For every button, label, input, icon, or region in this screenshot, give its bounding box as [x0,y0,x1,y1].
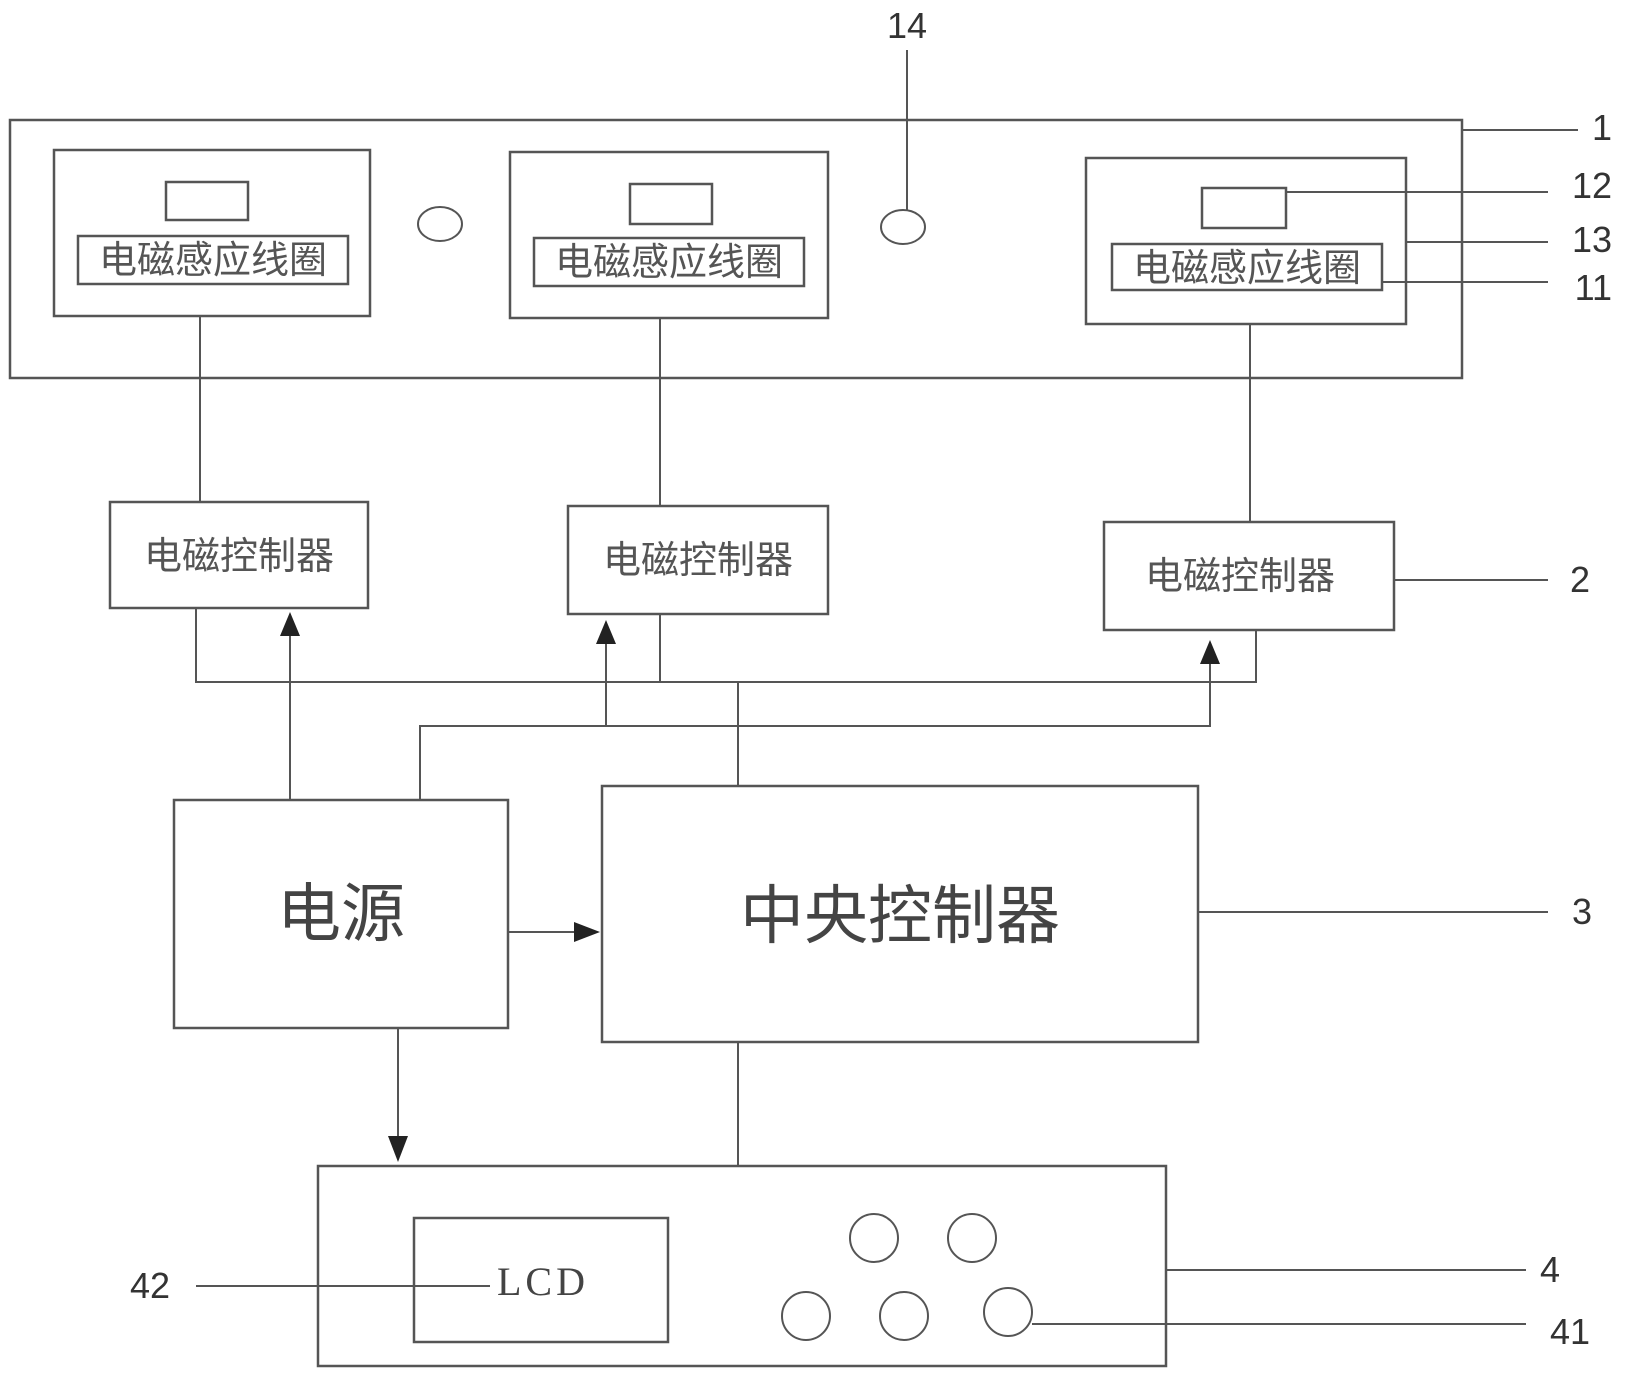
power-bus [419,664,1211,800]
ref-2: 2 [1570,559,1590,600]
unit-2-display [628,182,714,226]
ref-14: 14 [887,5,927,46]
panel-button-5[interactable] [983,1287,1033,1337]
coil-label-2: 电磁感应线圈 [555,240,783,284]
central-controller-box [600,784,1200,1044]
power-supply-label: 电源 [277,878,405,952]
coil-box-3 [1110,242,1384,292]
panel-button-3[interactable] [781,1291,831,1341]
coil-label-3: 电磁感应线圈 [1133,246,1361,290]
unit-1-display [164,180,250,222]
em-controller-1-label: 电磁控制器 [144,534,334,578]
ref-4: 4 [1540,1249,1560,1290]
control-bus [195,608,1257,683]
ref-13: 13 [1572,219,1612,260]
ref-11: 11 [1575,267,1612,308]
coil-label-1: 电磁感应线圈 [99,238,327,282]
lcd-label: LCD [497,1259,589,1304]
em-controller-1 [108,500,370,610]
unit-3-display [1200,186,1288,230]
cooktop-hole-2 [880,209,926,245]
ref-3: 3 [1572,891,1592,932]
coil-box-2 [532,236,806,288]
arrow-ctrl3 [1200,640,1220,664]
heating-unit-1 [52,148,372,318]
central-controller-label: 中央控制器 [740,880,1060,954]
ref-41: 41 [1550,1311,1590,1352]
em-controller-3-label: 电磁控制器 [1145,554,1335,598]
lcd-screen [412,1216,670,1344]
cooktop-hole-1 [417,206,463,242]
em-controller-3 [1102,520,1396,632]
em-controller-2 [566,504,830,616]
arrow-panel [388,1136,408,1162]
arrow-ctrl2 [596,620,616,644]
ref-1: 1 [1592,107,1612,148]
ref-42: 42 [130,1265,170,1306]
arrow-central [574,922,600,942]
panel-button-1[interactable] [849,1213,899,1263]
coil-box-1 [76,234,350,286]
panel-button-4[interactable] [879,1291,929,1341]
ref-12: 12 [1572,165,1612,206]
heating-unit-3 [1084,156,1408,326]
power-supply-box [172,798,510,1030]
em-controller-2-label: 电磁控制器 [603,538,793,582]
panel-button-2[interactable] [947,1213,997,1263]
arrow-ctrl1 [280,612,300,636]
heating-unit-2 [508,150,830,320]
